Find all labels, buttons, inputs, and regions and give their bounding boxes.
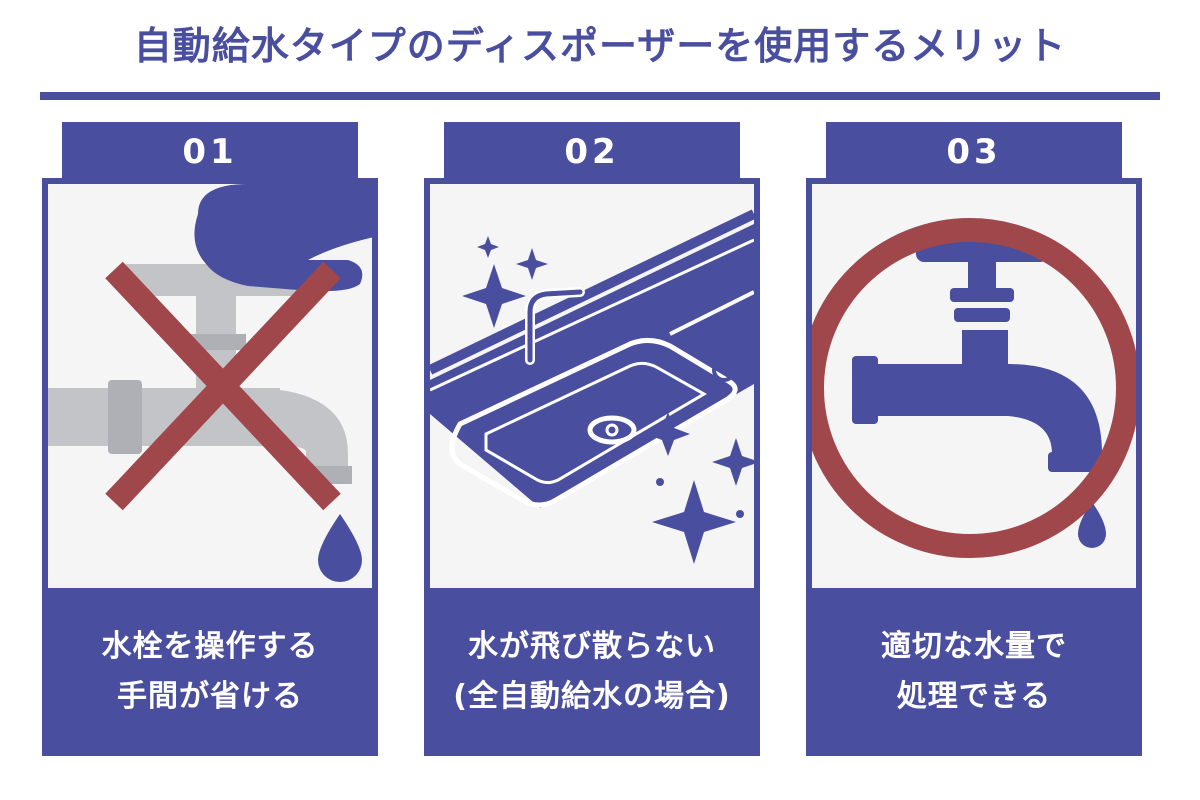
panel-illustration <box>48 184 372 588</box>
panel-illustration <box>812 184 1136 588</box>
panel-number: 03 <box>826 122 1122 178</box>
caption-line: 水が飛び散らない <box>468 629 716 664</box>
panel-frame: 水栓を操作する 手間が省ける <box>42 178 378 756</box>
benefit-panel-02: 02 <box>424 122 760 756</box>
caption-line: 処理できる <box>896 679 1052 714</box>
panel-number: 01 <box>62 122 358 178</box>
benefit-panel-03: 03 適切な水量で 処理できる <box>806 122 1142 756</box>
caption-line: 水栓を操作する <box>101 629 319 664</box>
panel-frame: 適切な水量で 処理できる <box>806 178 1142 756</box>
title-underline <box>40 92 1160 100</box>
faucet-crossed-out-icon <box>48 184 372 582</box>
panel-frame: 水が飛び散らない (全自動給水の場合) <box>424 178 760 756</box>
caption-line: (全自動給水の場合) <box>453 679 731 714</box>
panel-caption: 水が飛び散らない (全自動給水の場合) <box>424 588 760 756</box>
benefit-panel-01: 01 <box>42 122 378 756</box>
clean-sink-sparkles-icon <box>430 209 754 564</box>
panel-caption: 適切な水量で 処理できる <box>806 588 1142 756</box>
caption-line: 手間が省ける <box>117 679 303 714</box>
panel-illustration <box>430 184 754 588</box>
faucet-circle-icon <box>812 218 1136 558</box>
panel-number: 02 <box>444 122 740 178</box>
panel-caption: 水栓を操作する 手間が省ける <box>42 588 378 756</box>
caption-line: 適切な水量で <box>881 629 1067 664</box>
page-title: 自動給水タイプのディスポーザーを使用するメリット <box>133 24 1067 68</box>
